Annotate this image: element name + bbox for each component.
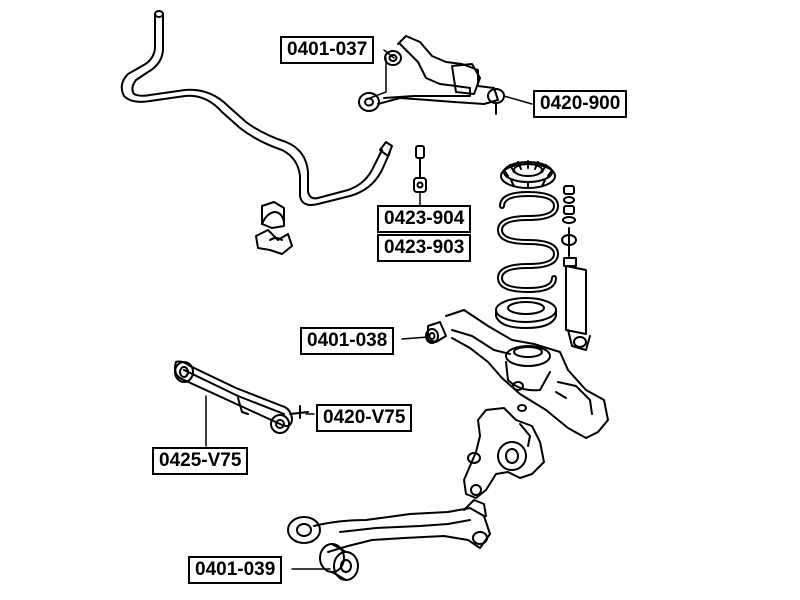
stabilizer-bar bbox=[120, 10, 393, 206]
coil-spring bbox=[497, 191, 559, 293]
stabilizer-link bbox=[413, 145, 427, 193]
shock-absorber bbox=[561, 185, 591, 351]
lower-arm-bushing bbox=[425, 321, 447, 344]
part-label-upper-arm[interactable]: 0401-037 bbox=[280, 36, 375, 64]
part-label-lower-bushing[interactable]: 0401-038 bbox=[300, 327, 395, 355]
part-label-trailing-bushing[interactable]: 0401-039 bbox=[188, 556, 283, 584]
lateral-rod bbox=[174, 360, 309, 434]
part-label-lateral-joint[interactable]: 0420-V75 bbox=[316, 404, 413, 432]
part-label-upper-arm-joint[interactable]: 0420-900 bbox=[533, 90, 628, 118]
stabilizer-bushing bbox=[255, 201, 293, 255]
knuckle bbox=[463, 407, 545, 499]
trailing-arm bbox=[287, 499, 491, 553]
part-label-link-b[interactable]: 0423-903 bbox=[377, 234, 472, 262]
upper-control-arm bbox=[358, 35, 505, 115]
lower-spring-seat bbox=[495, 297, 557, 329]
lower-arm bbox=[445, 309, 609, 439]
trailing-arm-bushing bbox=[319, 543, 359, 581]
upper-spring-seat bbox=[500, 160, 556, 189]
leader-lines bbox=[205, 49, 533, 570]
part-label-lateral-arm[interactable]: 0425-V75 bbox=[152, 447, 249, 475]
part-label-link-a[interactable]: 0423-904 bbox=[377, 205, 472, 233]
